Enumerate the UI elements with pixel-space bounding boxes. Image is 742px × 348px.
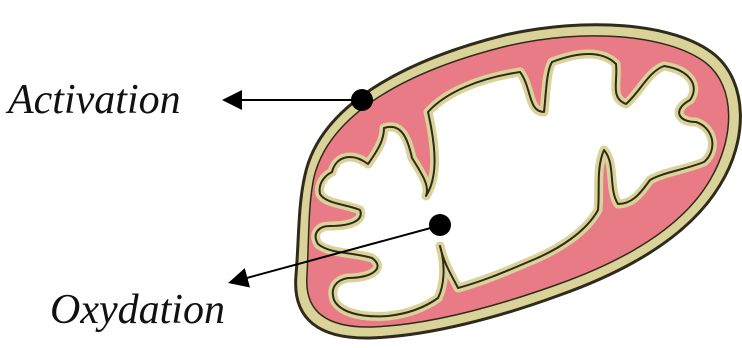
oxydation-label: Oxydation <box>50 287 225 333</box>
oxydation-marker <box>429 214 451 236</box>
activation-marker <box>351 89 373 111</box>
activation-label: Activation <box>5 77 181 123</box>
